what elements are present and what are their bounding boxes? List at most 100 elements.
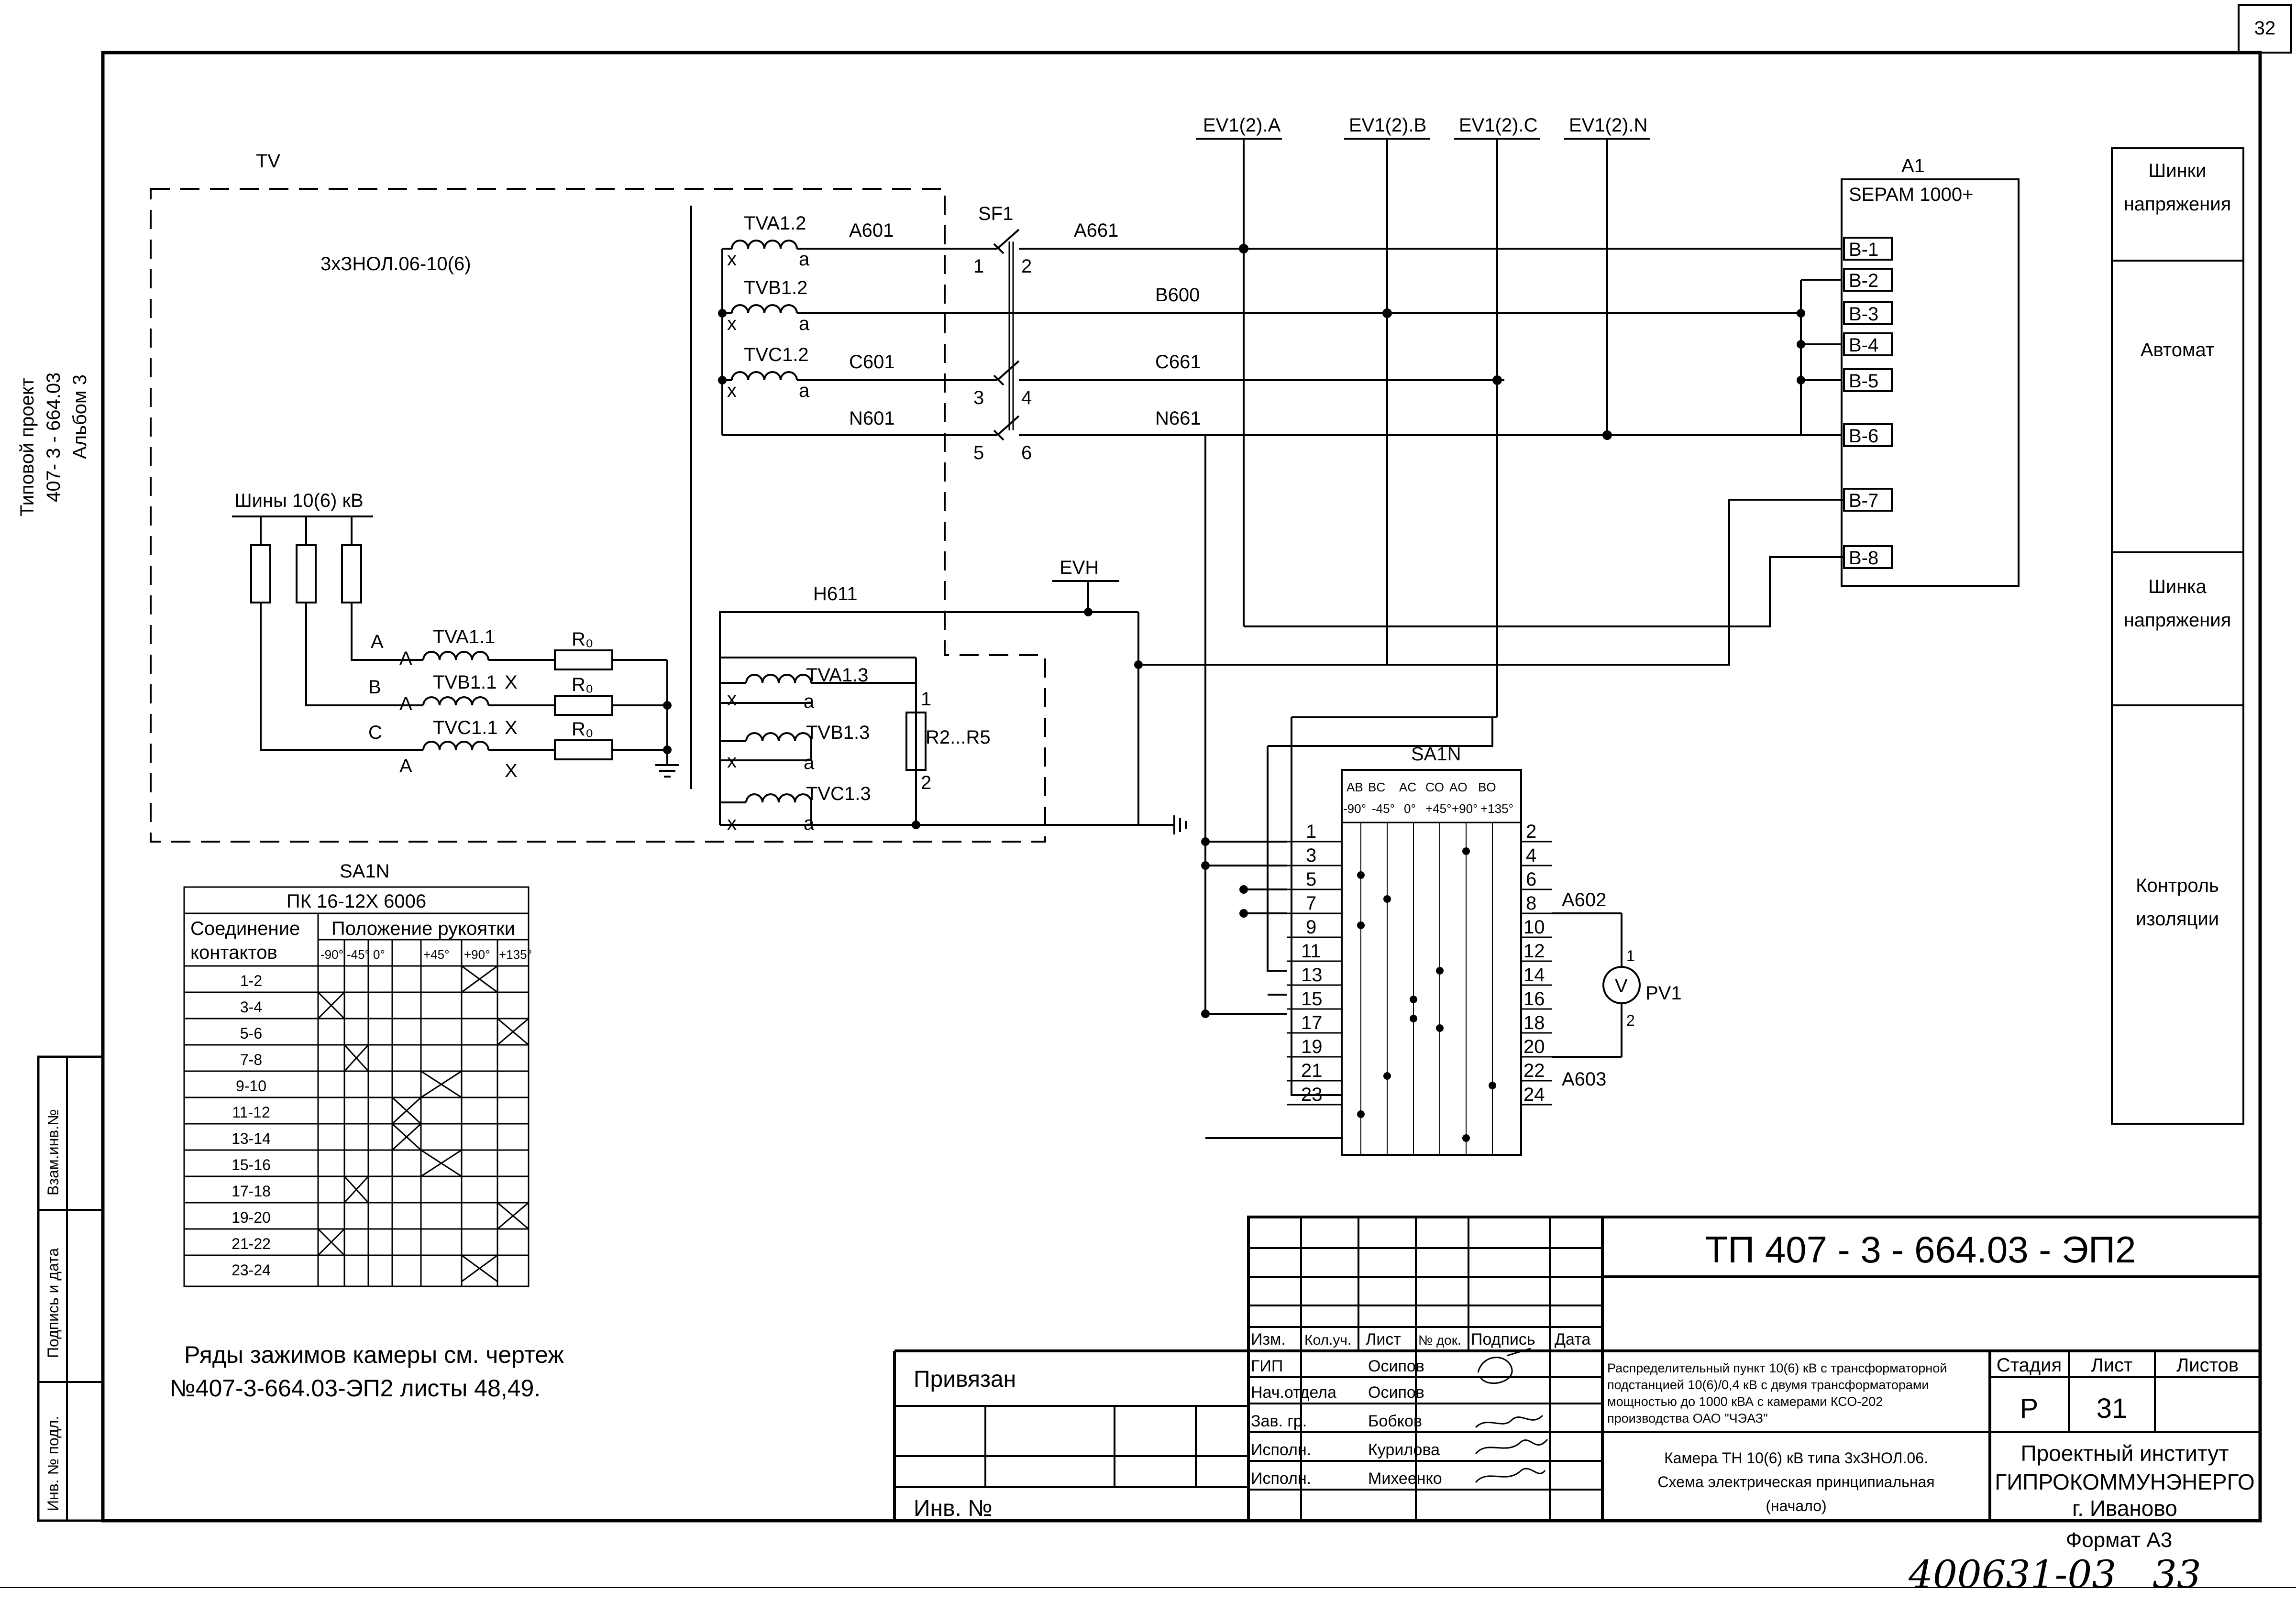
switch-pin: 13 [1301, 965, 1323, 986]
terminal-x: x [727, 751, 737, 772]
tb-format: Формат А3 [2066, 1528, 2172, 1552]
sf1-label: SF1 [978, 203, 1013, 224]
right-sections: Шинки напряжения Автомат Шинка напряжени… [2111, 147, 2244, 1125]
wire-c601: C601 [849, 351, 895, 373]
pv1-pin: 1 [1626, 947, 1635, 965]
winding-tvb11: TVB1.1 [433, 672, 497, 693]
resistor-label: R₀ [572, 719, 594, 740]
switch-pin: 11 [1301, 941, 1321, 962]
switch-pin: 7 [1306, 893, 1316, 914]
fuse-icon [341, 544, 362, 603]
bus-label: Шины 10(6) кВ [234, 490, 364, 511]
left-box-2: Подпись и дата [44, 1248, 62, 1358]
tb-sheet: 31 [2097, 1393, 2128, 1424]
winding-tvb13: TVB1.3 [806, 722, 870, 743]
wire-a601: A601 [849, 220, 894, 241]
resistor-icon [554, 695, 613, 716]
section-label: напряжения [2124, 194, 2231, 215]
tb-role: ГИП [1251, 1357, 1283, 1375]
secondary-windings: TVA1.2 TVB1.2 TVC1.2 x a x a x a A601 C6… [718, 213, 1801, 436]
switch-pin: 5 [1306, 869, 1316, 890]
table-row: 3-4 [240, 998, 262, 1016]
switch-pin: 23 [1301, 1084, 1323, 1105]
wire-n601: N601 [849, 408, 895, 429]
left-box-1: Взам.инв.№ [44, 1109, 62, 1195]
switch-pin: 20 [1523, 1036, 1545, 1057]
tb-desc: Распределительный пункт 10(6) кВ с транс… [1607, 1361, 1947, 1375]
sheet-frame: 32 [0, 4, 2296, 1588]
sf1-pin: 4 [1021, 387, 1032, 408]
pv1-pin: 2 [1626, 1012, 1635, 1029]
bus-10kv: Шины 10(6) кВ [232, 490, 423, 751]
inv-label: Инв. № [914, 1496, 993, 1521]
winding-tva13: TVA1.3 [806, 665, 868, 686]
closed-contact-crosses [317, 965, 529, 1283]
left-boxes: Взам.инв.№ Подпись и дата Инв. № подл. [37, 1055, 104, 1522]
wire-a602: A602 [1562, 889, 1606, 910]
terminal-x: x [727, 313, 737, 334]
a1-label: A1 [1901, 155, 1925, 176]
terminal-x: x [727, 380, 737, 401]
sepam-terminal: B-5 [1849, 371, 1878, 392]
table-angle: 0° [373, 947, 385, 962]
sepam-terminal: B-4 [1849, 335, 1878, 356]
sepam-model: SEPAM 1000+ [1849, 184, 1974, 205]
winding-coil-icon [422, 651, 489, 660]
sepam-terminal: B-2 [1849, 270, 1878, 291]
fuse-icon [296, 544, 317, 603]
wire-h611: H611 [813, 583, 858, 604]
tb-desc: производства ОАО "ЧЭАЗ" [1607, 1411, 1768, 1426]
tb-sheet-title: Камера ТН 10(6) кВ типа 3хЗНОЛ.06. [1664, 1449, 1928, 1467]
tb-role: Исполн. [1251, 1469, 1311, 1488]
sheet-number: 32 [2254, 18, 2276, 39]
terminal-a: a [804, 813, 815, 834]
resistor-pin: 1 [921, 689, 931, 710]
tb-name: Бобков [1368, 1412, 1422, 1430]
switch-pin: 14 [1523, 965, 1545, 986]
tb-desc: подстанцией 10(6)/0,4 кВ с двумя трансфо… [1607, 1378, 1929, 1392]
switch-header: AC [1399, 780, 1416, 794]
resistor-icon [554, 649, 613, 670]
tb-col-head: Лист [1366, 1330, 1401, 1349]
table-row: 11-12 [232, 1104, 270, 1121]
winding-coil-icon [731, 304, 798, 314]
tb-sheet-title: Схема электрическая принципиальная [1657, 1473, 1934, 1491]
switch-pin: 18 [1523, 1012, 1545, 1033]
table-angle: +135° [499, 947, 532, 962]
sf1-pin: 2 [1021, 256, 1032, 277]
winding-tvb12: TVB1.2 [744, 277, 807, 298]
side-stamp: Типовой проект 407- 3 - 664.03 Альбом 3 [17, 373, 90, 516]
switch-pin: 3 [1306, 845, 1316, 866]
table-angle: -90° [320, 947, 343, 962]
resistor-pin: 2 [921, 772, 931, 793]
phase-c-label: C [368, 722, 382, 743]
contact-table: SA1N [183, 861, 532, 1287]
switch-pin: 1 [1306, 821, 1316, 842]
tb-col-head: Подпись [1471, 1330, 1535, 1349]
table-row: 1-2 [240, 972, 262, 989]
tb-org: г. Иваново [2072, 1496, 2177, 1521]
winding-coil-icon [422, 696, 489, 706]
primary-windings: A B C A A A TVA1.1 TVB1.1 TVC1.1 X X X R… [368, 626, 679, 781]
tb-col-head: Изм. [1251, 1330, 1286, 1349]
switch-pin: 22 [1523, 1060, 1545, 1081]
winding-coil-icon [731, 371, 798, 381]
switch-pin: 19 [1301, 1036, 1323, 1057]
r2-r5-label: R2...R5 [926, 727, 991, 748]
ev-buses: EV1(2).A EV1(2).B EV1(2).C EV1(2).N [1196, 115, 1842, 684]
switch-angle: +45° [1425, 801, 1452, 816]
terminal-A: A [399, 648, 412, 669]
tb-sheets-head: Листов [2176, 1355, 2239, 1376]
section-label: изоляции [2136, 909, 2219, 930]
handwritten-numbers: 400631-03 33 [1908, 1552, 2201, 1597]
phase-a-label: A [371, 631, 384, 652]
winding-tva12: TVA1.2 [744, 213, 806, 234]
ev-bus-a: EV1(2).A [1203, 115, 1281, 136]
tb-stage: Р [2020, 1393, 2039, 1424]
title-block: ТП 407 - 3 - 664.03 - ЭП2 Привязан Инв. … [893, 1216, 2262, 1552]
terminal-A: A [399, 693, 412, 714]
wire-c661: C661 [1155, 351, 1201, 373]
voltmeter-icon [1602, 966, 1641, 1004]
drawing-code: ТП 407 - 3 - 664.03 - ЭП2 [1705, 1228, 2136, 1271]
winding-coil-icon [745, 674, 812, 683]
